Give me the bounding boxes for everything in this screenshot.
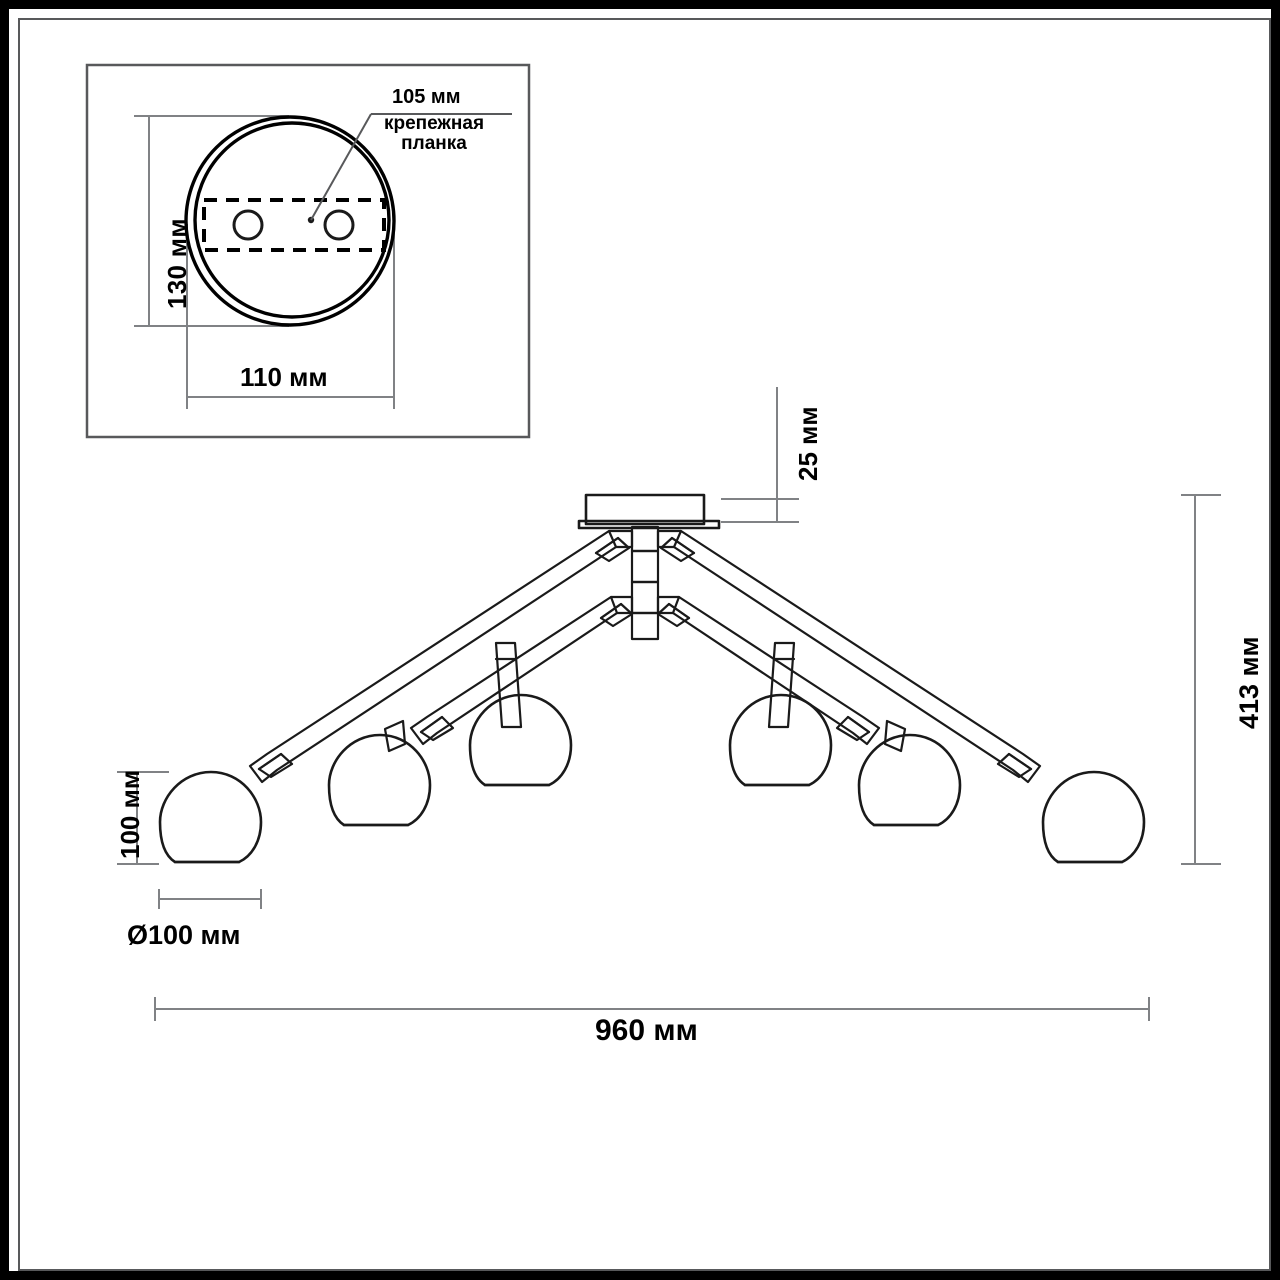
arm-upper-right [656, 529, 1042, 784]
technical-drawing-canvas: .ln{fill:none;stroke:#1a1a1a;stroke-widt… [85, 63, 1221, 1021]
label-110mm: 110 мм [240, 362, 328, 392]
detail-inset-panel [85, 63, 531, 439]
dimension-25mm [721, 387, 799, 523]
label-25mm: 25 мм [793, 406, 823, 481]
label-diameter-100mm: Ø100 мм [127, 920, 241, 950]
drop-stem-right-mid [883, 719, 907, 753]
bracket-leader-line [307, 113, 512, 224]
bracket-screw-holes [232, 209, 355, 241]
shade-5 [857, 733, 962, 827]
detail-inset-frame [85, 63, 531, 439]
shade-1 [158, 770, 263, 864]
label-413mm: 413 мм [1234, 636, 1264, 730]
shade-4 [728, 693, 833, 787]
dimension-413mm [1181, 494, 1221, 865]
dimension-100mm-height [117, 771, 169, 865]
dimension-960mm [154, 997, 1150, 1021]
mounting-bracket-outline [202, 198, 386, 252]
bracket-note-line-1: крепежная [383, 113, 485, 134]
bracket-note-line-2: планка [401, 132, 467, 154]
central-stem [630, 525, 660, 641]
shade-3 [468, 693, 573, 787]
label-mounting-bracket: крепежная планка [374, 114, 494, 154]
dimension-diameter-100mm [158, 889, 262, 909]
screw-hole-left [232, 209, 264, 241]
arm-upper-left [248, 529, 634, 784]
canopy-top-view [184, 115, 396, 327]
dimension-130mm [134, 115, 289, 327]
screw-hole-right [323, 209, 355, 241]
label-960mm: 960 мм [595, 1014, 698, 1047]
arm-lower-left [409, 595, 634, 746]
dimension-110mm [186, 224, 395, 409]
arm-lower-right [656, 595, 881, 746]
ceiling-canopy [577, 493, 721, 530]
label-100mm-height: 100 мм [115, 769, 145, 859]
chandelier-elevation [117, 387, 1221, 1021]
shade-6 [1041, 770, 1146, 864]
label-105mm: 105 мм [392, 86, 461, 108]
drop-stem-left-mid [383, 719, 407, 753]
label-130mm: 130 мм [162, 218, 192, 309]
shade-2 [327, 733, 432, 827]
drop-stem-right-inner [767, 641, 796, 729]
